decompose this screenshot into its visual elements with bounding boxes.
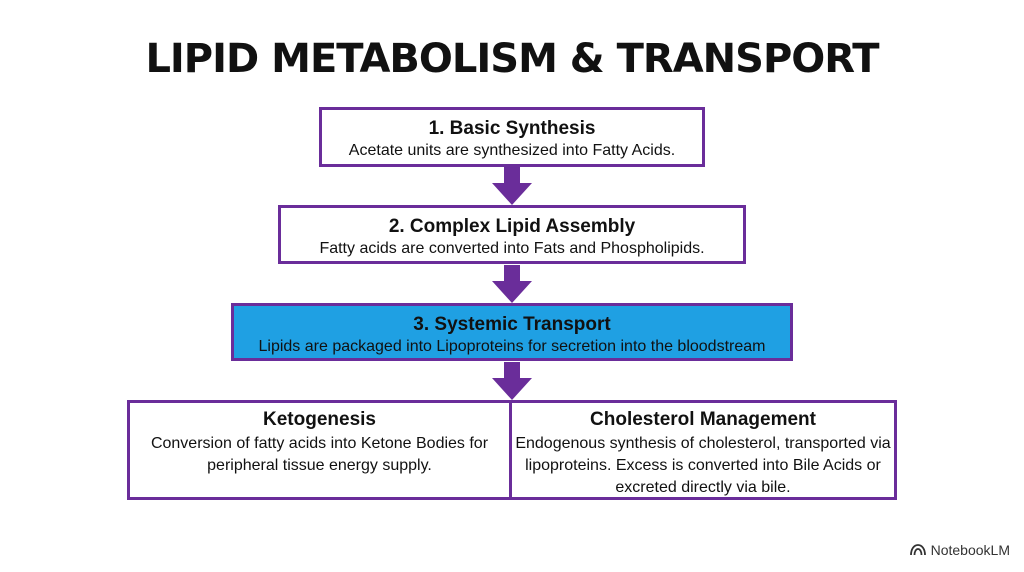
step-systemic-transport-box: 3. Systemic Transport Lipids are package… xyxy=(231,303,793,361)
step-heading: 2. Complex Lipid Assembly xyxy=(388,216,636,237)
step-heading: 1. Basic Synthesis xyxy=(428,118,596,139)
branch-description: Conversion of fatty acids into Ketone Bo… xyxy=(150,435,489,474)
notebooklm-watermark: NotebookLM xyxy=(909,542,1010,558)
down-arrow-icon xyxy=(492,362,532,400)
step-heading: 3. Systemic Transport xyxy=(413,314,611,335)
step-description: Acetate units are synthesized into Fatty… xyxy=(348,142,676,159)
step-description: Lipids are packaged into Lipoproteins fo… xyxy=(258,338,766,355)
step-basic-synthesis-box: 1. Basic Synthesis Acetate units are syn… xyxy=(319,107,705,167)
page-title: LIPID METABOLISM & TRANSPORT xyxy=(145,36,879,82)
branch-description: Endogenous synthesis of cholesterol, tra… xyxy=(515,435,891,496)
branch-cholesterol-management: Cholesterol Management Endogenous synthe… xyxy=(512,403,894,497)
down-arrow-icon xyxy=(492,265,532,303)
down-arrow-icon xyxy=(492,167,532,205)
step-complex-lipid-assembly-box: 2. Complex Lipid Assembly Fatty acids ar… xyxy=(278,205,746,264)
branch-box: Ketogenesis Conversion of fatty acids in… xyxy=(127,400,897,500)
step-description: Fatty acids are converted into Fats and … xyxy=(319,240,705,257)
watermark-label: NotebookLM xyxy=(930,542,1010,558)
branch-ketogenesis: Ketogenesis Conversion of fatty acids in… xyxy=(130,403,512,497)
branch-heading: Ketogenesis xyxy=(263,409,376,430)
branch-heading: Cholesterol Management xyxy=(590,409,816,430)
notebooklm-logo-icon xyxy=(909,544,926,556)
